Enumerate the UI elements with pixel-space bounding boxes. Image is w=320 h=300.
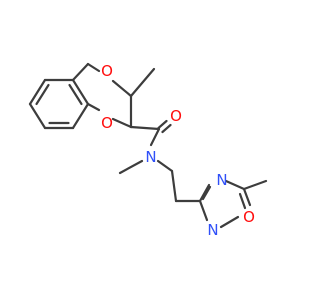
bond [129, 67, 156, 98]
bond [242, 187, 252, 207]
aromatic-double-bond [68, 83, 83, 106]
bond [28, 78, 47, 106]
bonds [28, 62, 268, 229]
bond [71, 102, 90, 130]
oxadiazole-double-bond [238, 192, 247, 210]
bond [156, 159, 174, 173]
bond [111, 117, 133, 129]
atom-label-o-carbonyl: O [170, 107, 182, 125]
bond [86, 102, 101, 112]
bond [118, 159, 144, 175]
molecule-structure-diagram: O O O N N N O [28, 62, 268, 239]
bond [224, 179, 246, 191]
aromatic-double-bond [35, 83, 50, 106]
atom-label-o-ring-top: O [101, 62, 113, 80]
oxadiazole-double-bond [201, 185, 212, 201]
carbonyl-double-bond [157, 119, 168, 130]
bond [71, 78, 90, 106]
bond [149, 127, 161, 147]
bond [198, 183, 211, 203]
atom-labels: O O O N N N O [101, 62, 255, 239]
bond [86, 62, 101, 73]
bond [129, 125, 161, 131]
atom-label-o-ring-bottom: O [101, 114, 113, 132]
bond [111, 79, 133, 98]
atom-label-n-oxadiazole-2: N [207, 221, 218, 239]
bond [242, 179, 268, 191]
bond [198, 199, 209, 222]
molecule-svg: O O O N N N O [28, 62, 268, 239]
bond [28, 102, 47, 130]
atom-label-o-oxadiazole: O [243, 208, 255, 226]
atom-label-n-amide: N [145, 148, 156, 166]
bond [219, 215, 240, 229]
bond [71, 62, 90, 82]
bond [170, 169, 178, 203]
atom-label-n-oxadiazole-3: N [216, 171, 227, 189]
carbonyl-double-bond [161, 123, 172, 134]
